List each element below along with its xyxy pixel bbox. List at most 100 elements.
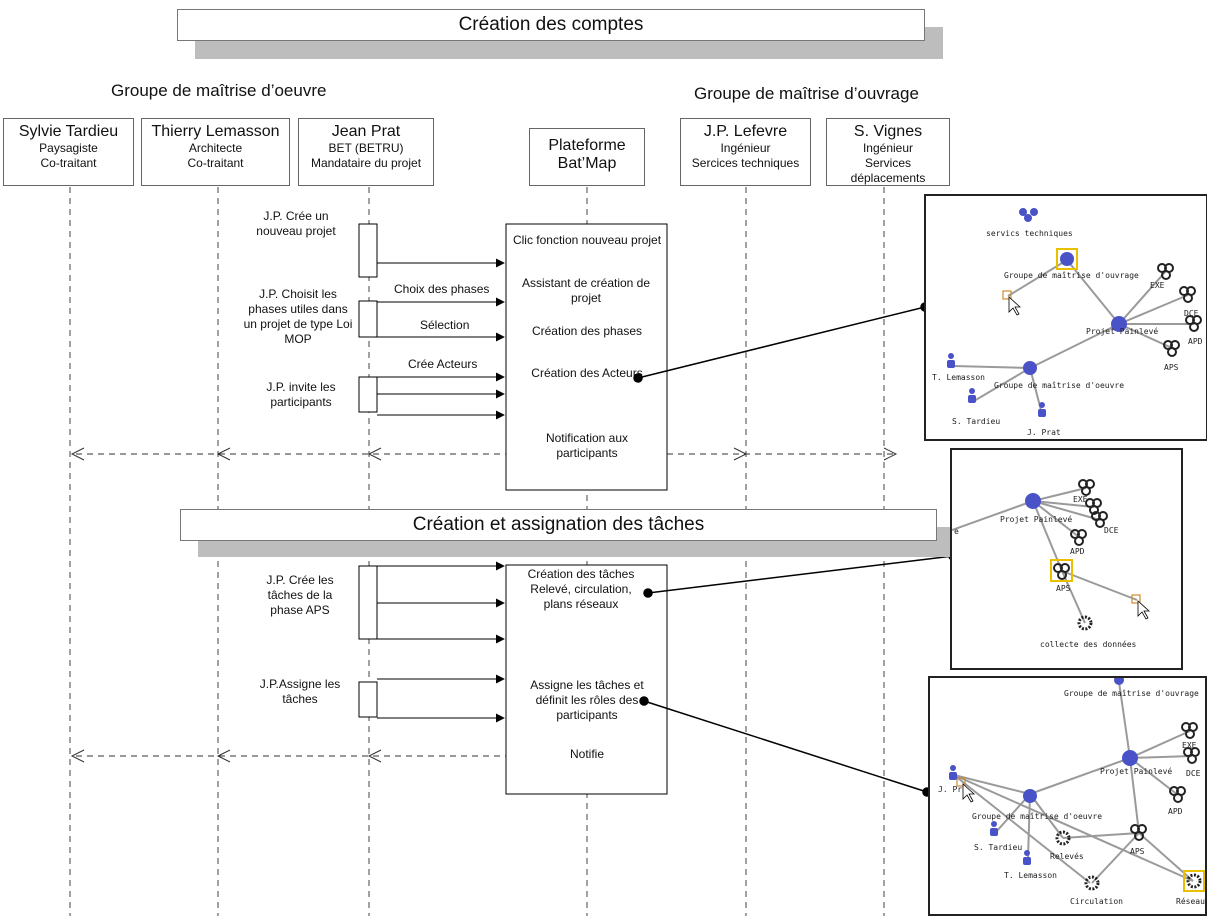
arrowhead-open	[367, 447, 382, 461]
graph-label: DCE	[1184, 309, 1199, 318]
actor-plateforme-batmap: Plateforme Bat’Map	[529, 128, 645, 186]
actor-name: S. Vignes	[853, 123, 923, 140]
actor-name: Sylvie Tardieu	[18, 123, 119, 140]
callout-dot	[633, 373, 643, 383]
group-oeuvre-label: Groupe de maîtrise d’oeuvre	[111, 81, 327, 100]
graph-label: servics techniques	[986, 229, 1073, 238]
graph-label: Relevés	[1050, 851, 1084, 861]
graph-label: Projet Painlevé	[1000, 514, 1072, 524]
actor-status: Services déplacements	[850, 156, 926, 185]
graph-label: DCE	[1186, 769, 1201, 778]
step-nouveau-projet: Clic fonction nouveau projet	[512, 233, 662, 247]
section-title-creation-taches: Création et assignation des tâches	[180, 509, 937, 541]
actor-status: Sercices techniques	[691, 156, 800, 170]
graph-view: Groupe de maîtrise d'ouvrage EXE Projet …	[938, 678, 1207, 906]
graph-label: APS	[1164, 363, 1179, 372]
graph-label: e	[954, 527, 959, 536]
graph-label: Réseaux	[1176, 896, 1207, 906]
arrowhead-open	[883, 447, 898, 461]
step-assistant: Assistant de création de projet	[521, 276, 651, 305]
msg-selection: Sélection	[420, 318, 470, 332]
msg-cree-acteurs: Crée Acteurs	[408, 357, 478, 371]
screenshot-panel-acteurs: servics techniques Groupe de maîtrise d'…	[924, 194, 1207, 441]
graph-label: APS	[1056, 584, 1071, 593]
actor-role: Architecte	[188, 141, 243, 155]
step-assigne-taches: Assigne les tâches et définit les rôles …	[530, 678, 644, 722]
step-notifie: Notifie	[569, 747, 604, 761]
screenshot-panel-assignation: Groupe de maîtrise d'ouvrage EXE Projet …	[928, 676, 1207, 916]
graph-label: APS	[1130, 847, 1145, 856]
arrowhead-open	[70, 447, 85, 461]
actor-thierry-lemasson: Thierry Lemasson Architecte Co-traitant	[141, 118, 290, 186]
platform-activation-box-2	[505, 564, 668, 795]
graph-label: APD	[1188, 337, 1203, 346]
activation-bar	[358, 223, 378, 278]
arrowhead-open	[70, 749, 85, 763]
arrowhead-open	[367, 749, 382, 763]
activation-bar	[358, 300, 378, 338]
callout-dot	[639, 696, 649, 706]
graph-label: collecte des données	[1040, 639, 1137, 649]
step-notification: Notification aux participants	[545, 431, 629, 460]
msg-choix-phases: Choix des phases	[394, 282, 490, 296]
actor-name: Jean Prat	[331, 123, 401, 140]
graph-label: J. Pr	[938, 785, 962, 794]
note-invite-participants: J.P. invite les participants	[266, 380, 336, 409]
actor-name: J.P. Lefevre	[703, 123, 788, 140]
actor-status: Co-traitant	[40, 156, 97, 170]
callout-connector	[647, 555, 954, 594]
graph-label: EXE	[1073, 495, 1088, 504]
step-creation-acteurs: Création des Acteurs	[531, 366, 643, 380]
screenshot-panel-taches: Projet Painlevé EXE DCE APD APS collecte…	[950, 448, 1183, 670]
actor-status: Mandataire du projet	[310, 156, 422, 170]
note-choisit-phases: J.P. Choisit les phases utiles dans un p…	[243, 287, 353, 346]
graph-label: S. Tardieu	[974, 843, 1022, 852]
arrowhead-open	[216, 447, 231, 461]
graph-label: EXE	[1182, 741, 1197, 750]
graph-label: T. Lemasson	[1004, 871, 1057, 880]
graph-label: Groupe de maîtrise d'ouvrage	[1004, 271, 1139, 280]
activation-bar	[358, 376, 378, 413]
note-cree-projet: J.P. Crée un nouveau projet	[256, 209, 336, 238]
section-title-creation-comptes: Création des comptes	[177, 9, 925, 41]
graph-label: APD	[1070, 547, 1085, 556]
step-creation-phases: Création des phases	[531, 324, 643, 338]
actor-role: Paysagiste	[39, 141, 98, 155]
graph-label: DCE	[1104, 526, 1119, 535]
activation-bar	[358, 565, 378, 640]
note-assigne-taches: J.P.Assigne les tâches	[259, 677, 341, 706]
graph-label: Circulation	[1070, 897, 1123, 906]
arrow-nouveau-projet	[376, 244, 505, 268]
graph-label: T. Lemasson	[932, 373, 985, 382]
actor-jp-lefevre: J.P. Lefevre Ingénieur Sercices techniqu…	[680, 118, 811, 186]
actor-subtitle: Bat’Map	[557, 155, 617, 172]
actor-role: Ingénieur	[862, 141, 914, 155]
graph-label: Projet Painlevé	[1086, 326, 1158, 336]
actor-role: Ingénieur	[720, 141, 771, 155]
callout-dot	[643, 588, 653, 598]
actor-jean-prat: Jean Prat BET (BETRU) Mandataire du proj…	[298, 118, 434, 186]
graph-label: EXE	[1150, 281, 1165, 290]
actor-name: Plateforme	[548, 137, 626, 154]
graph-label: APD	[1168, 807, 1183, 816]
actor-s-vignes: S. Vignes Ingénieur Services déplacement…	[826, 118, 950, 186]
group-ouvrage-label: Groupe de maîtrise d’ouvrage	[694, 84, 919, 103]
graph-label: S. Tardieu	[952, 417, 1000, 426]
callout-connector	[637, 306, 926, 379]
activation-bar	[358, 681, 378, 718]
graph-label: J. Prat	[1027, 428, 1061, 437]
graph-view: servics techniques Groupe de maîtrise d'…	[932, 208, 1203, 437]
actor-sylvie-tardieu: Sylvie Tardieu Paysagiste Co-traitant	[3, 118, 134, 186]
callout-connector	[643, 700, 928, 793]
arrowhead-open	[216, 749, 231, 763]
platform-activation-box-1	[505, 223, 668, 491]
actor-role: BET (BETRU)	[328, 141, 404, 155]
graph-view: Projet Painlevé EXE DCE APD APS collecte…	[952, 479, 1151, 649]
step-creation-taches: Création des tâches Relevé, circulation,…	[527, 567, 635, 611]
graph-label: Groupe de maîtrise d'oeuvre	[994, 381, 1124, 390]
graph-label: Projet Painlevé	[1100, 766, 1172, 776]
actor-status: Co-traitant	[187, 156, 244, 170]
graph-label: Groupe de maîtrise d'ouvrage	[1064, 689, 1199, 698]
actor-name: Thierry Lemasson	[151, 123, 280, 140]
